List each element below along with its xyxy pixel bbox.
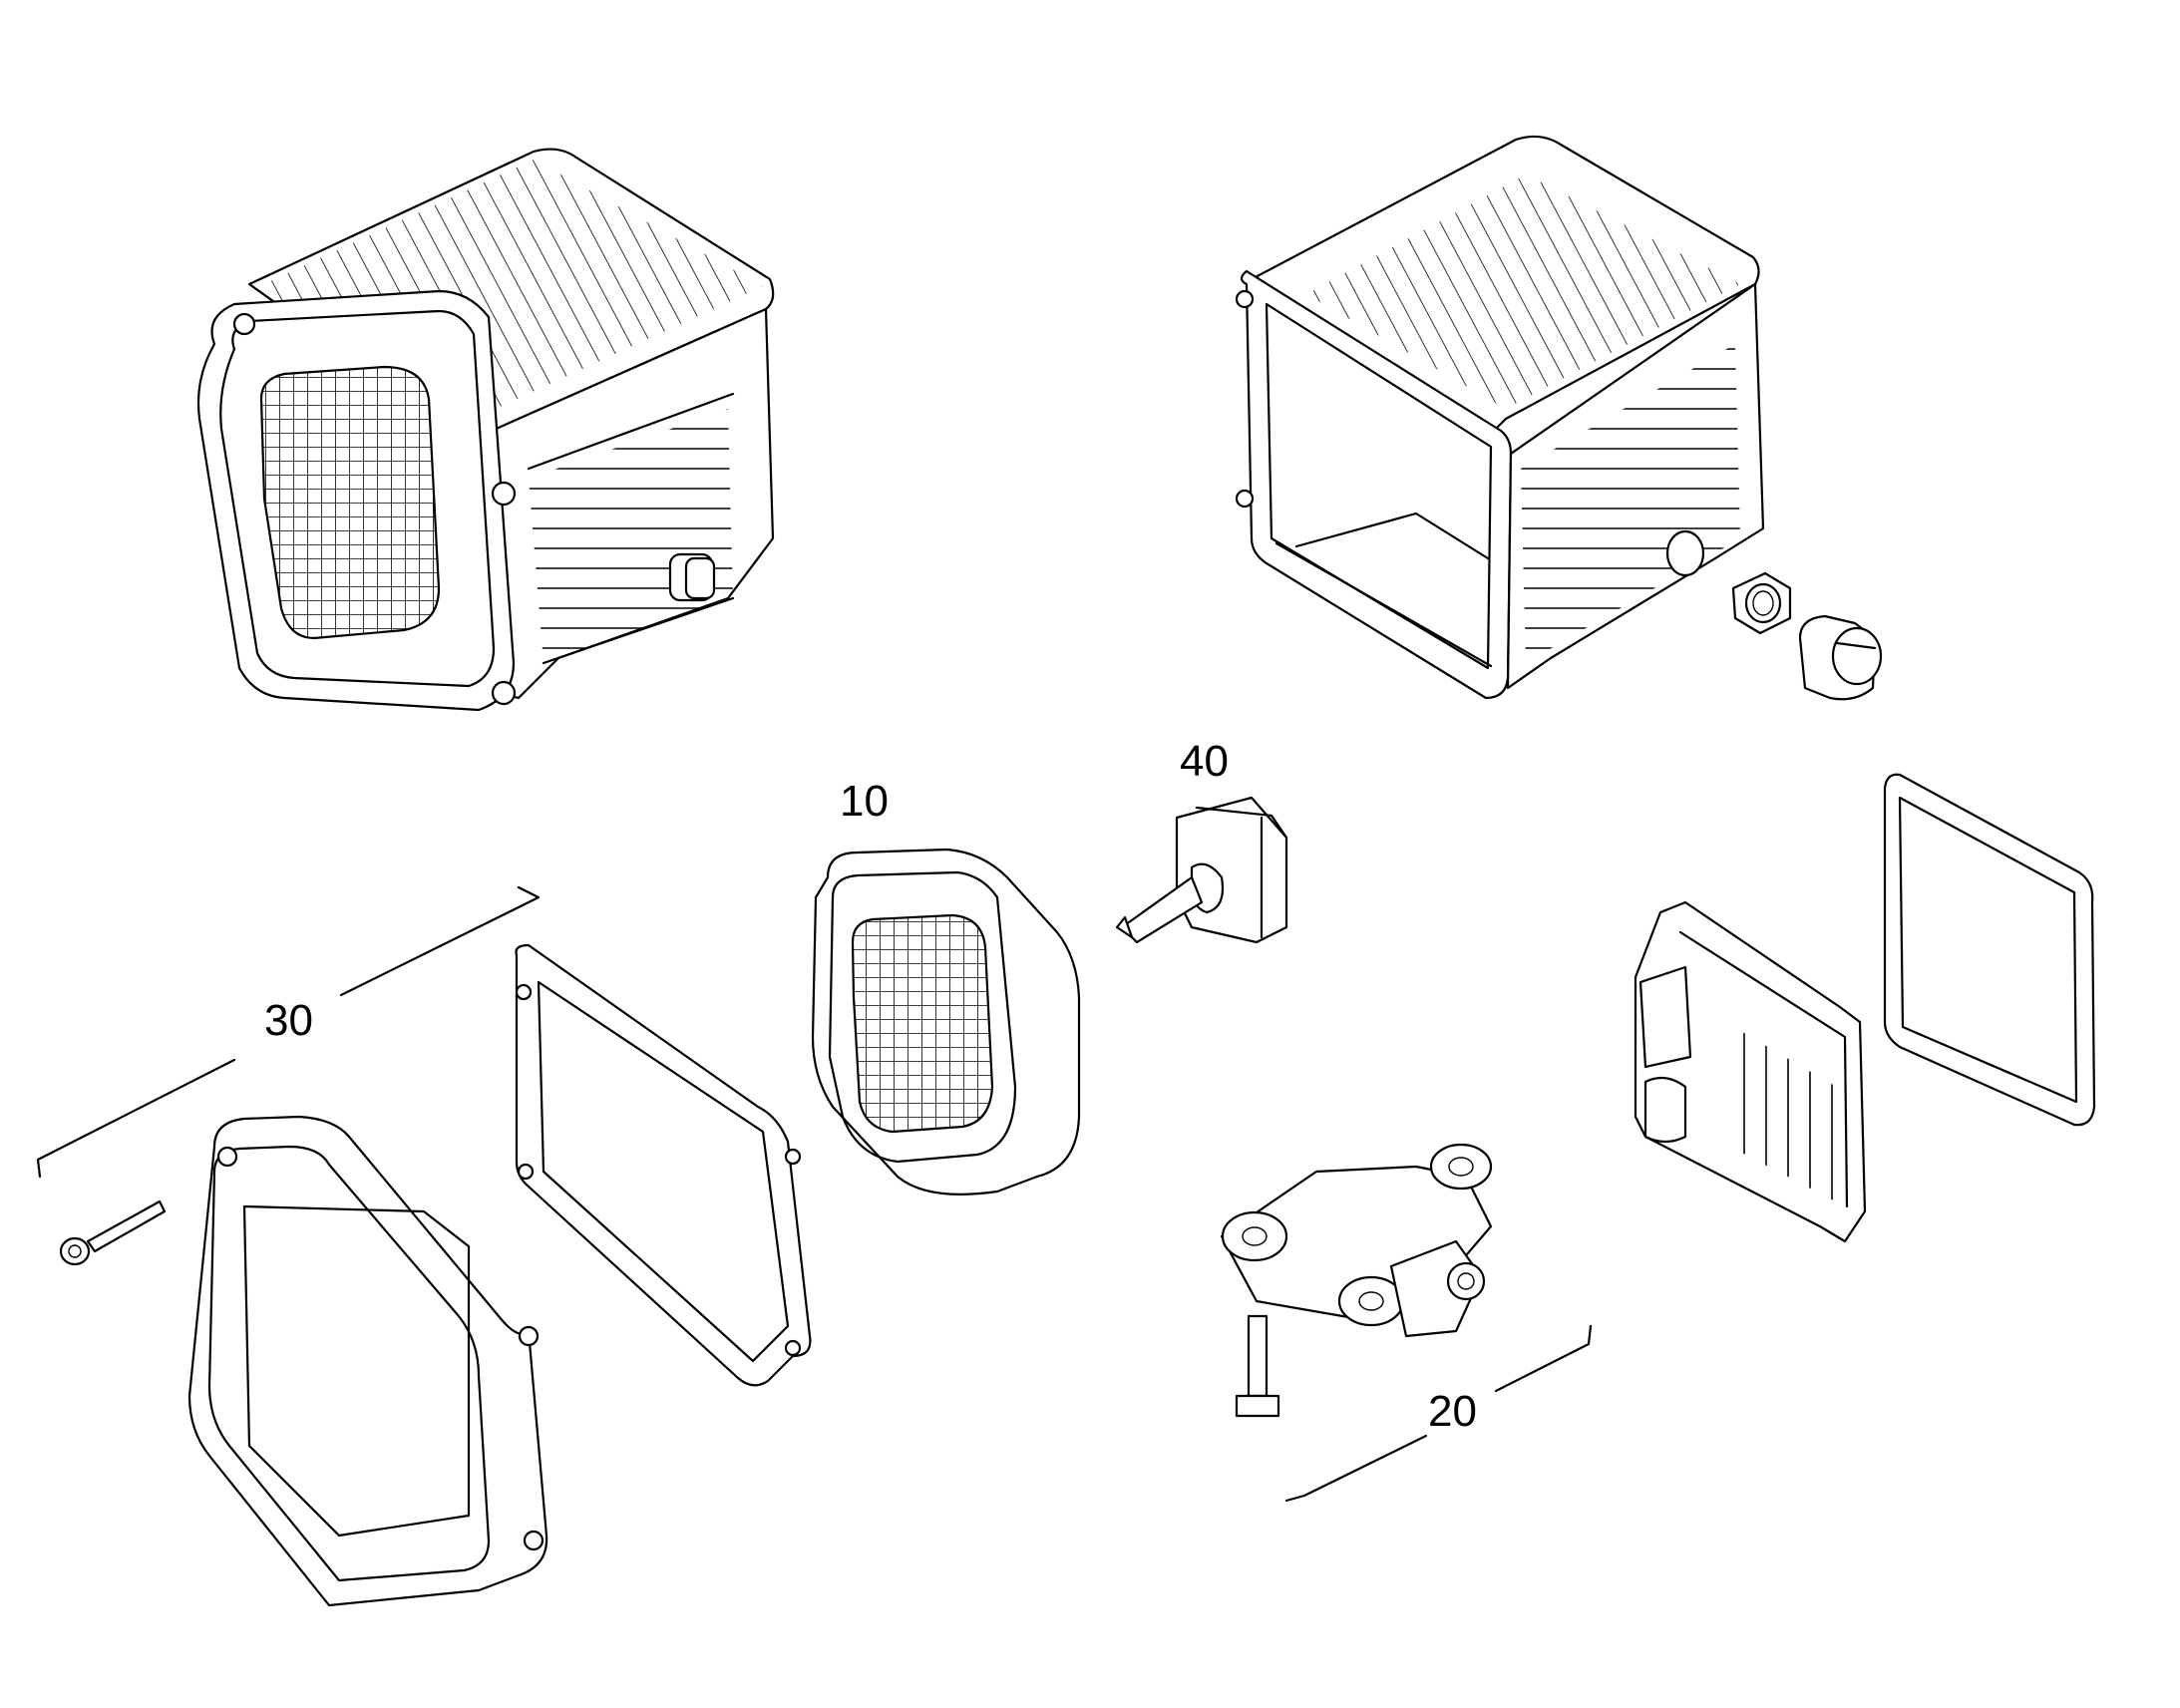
callout-20: 20: [1428, 1387, 1477, 1436]
callout-20-leader: [1284, 1324, 1593, 1503]
mounting-bracket-icon: [1220, 1143, 1493, 1338]
lens-gasket-icon: [515, 943, 812, 1387]
housing-nut-icon: [1731, 571, 1792, 635]
callout-10: 10: [840, 777, 889, 826]
bezel-screw-icon: [59, 1199, 167, 1266]
lamp-housing-icon: [1235, 135, 1765, 700]
assembled-work-lamp-icon: [196, 148, 775, 712]
reflector-insert-icon: [811, 848, 1081, 1196]
bulb-icon: [1115, 796, 1288, 944]
callout-40: 40: [1180, 737, 1229, 786]
housing-plug-icon: [1798, 614, 1883, 701]
callout-30-leader: [36, 885, 541, 1179]
bracket-bolt-icon: [1235, 1314, 1280, 1418]
callout-30: 30: [264, 996, 313, 1045]
rear-gasket-icon: [1883, 773, 2096, 1127]
front-bezel-icon: [187, 1115, 548, 1607]
ballast-unit-icon: [1634, 900, 1867, 1243]
